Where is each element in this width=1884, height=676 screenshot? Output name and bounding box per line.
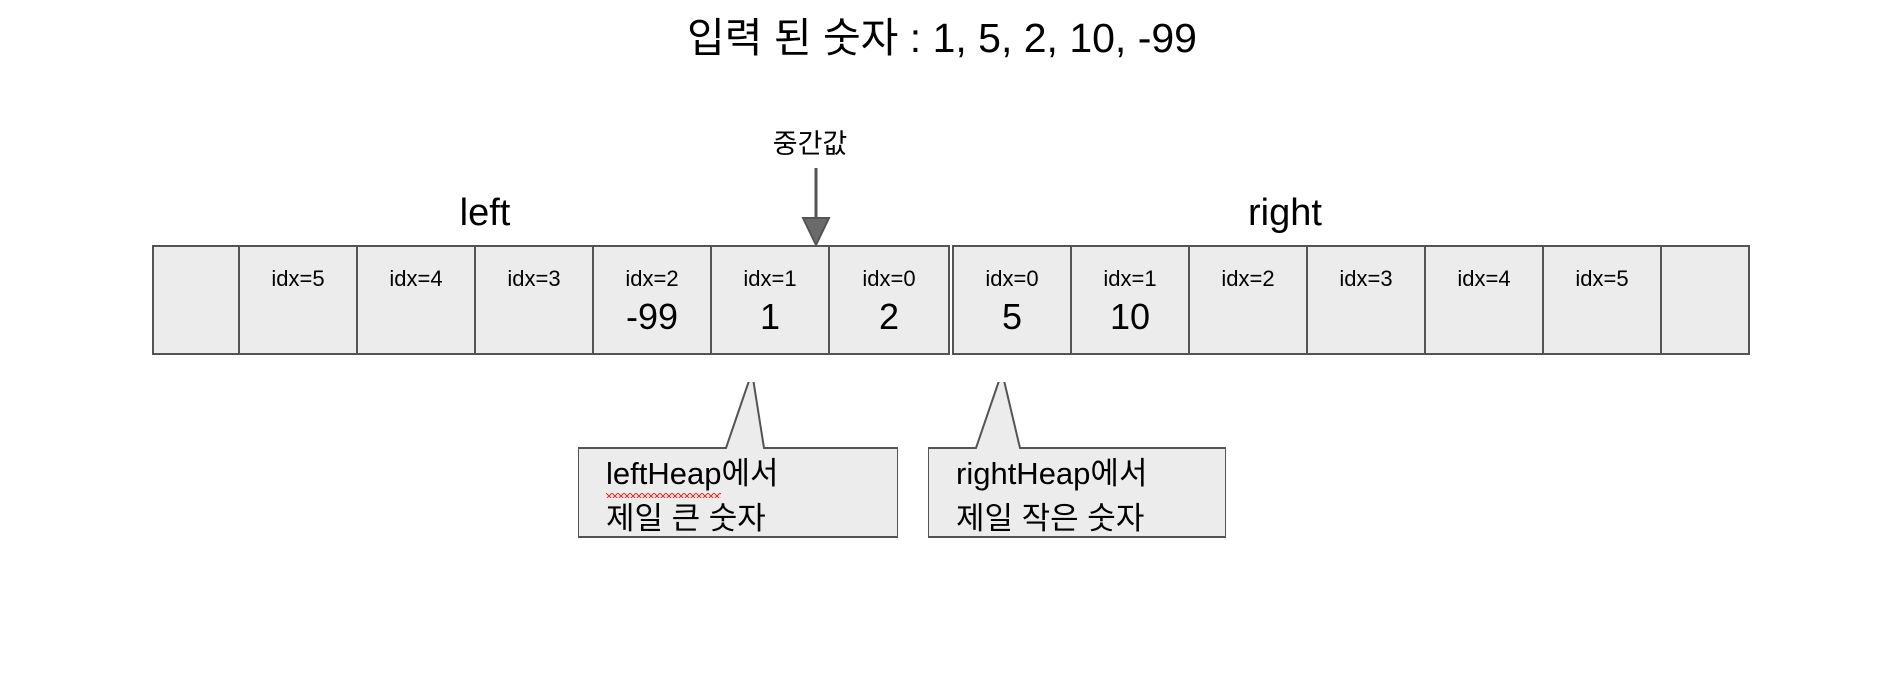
array-cell[interactable]: idx=4: [358, 247, 476, 353]
array-cell[interactable]: idx=1 10: [1072, 247, 1190, 353]
array-cell[interactable]: idx=0 5: [954, 247, 1072, 353]
array-cell[interactable]: idx=1 1: [712, 247, 830, 353]
callout-right-shape: [927, 368, 1227, 538]
array-cell[interactable]: idx=0 2: [830, 247, 948, 353]
cell-index-label: idx=3: [1339, 266, 1393, 291]
page-title: 입력 된 숫자 : 1, 5, 2, 10, -99: [687, 15, 1197, 61]
cell-index-label: idx=3: [507, 266, 561, 291]
array-cell[interactable]: idx=3: [1308, 247, 1426, 353]
callout-left-heap[interactable]: leftHeap에서 제일 큰 숫자: [577, 371, 899, 543]
cell-value: 10: [1109, 296, 1151, 337]
array-cell[interactable]: idx=3: [476, 247, 594, 353]
array-cell[interactable]: idx=4: [1426, 247, 1544, 353]
array-right: idx=0 5 idx=1 10 idx=2 idx=3 idx=4 idx=5: [952, 245, 1750, 355]
array-cell[interactable]: idx=2: [1190, 247, 1308, 353]
callout-right-heap[interactable]: rightHeap에서 제일 작은 숫자: [927, 368, 1227, 543]
cell-index-label: idx=0: [862, 266, 916, 291]
array-label-right: right: [1248, 192, 1322, 234]
array-cell[interactable]: idx=2 -99: [594, 247, 712, 353]
cell-index-label: idx=4: [389, 266, 443, 291]
cell-index-label: idx=2: [625, 266, 679, 291]
cell-index-label: idx=2: [1221, 266, 1275, 291]
array-left: idx=5 idx=4 idx=3 idx=2 -99 idx=1 1 idx=…: [152, 245, 950, 355]
callout-left-shape: [577, 371, 899, 538]
arrow-down-icon: [796, 168, 836, 251]
cell-value: -99: [625, 296, 679, 337]
cell-index-label: idx=1: [743, 266, 797, 291]
array-cell[interactable]: [154, 247, 240, 353]
array-label-left: left: [459, 192, 511, 234]
cell-value: 2: [878, 296, 900, 337]
cell-index-label: idx=5: [271, 266, 325, 291]
median-label: 중간값: [772, 129, 848, 159]
cell-value: 5: [1001, 296, 1023, 337]
array-cell[interactable]: idx=5: [1544, 247, 1662, 353]
array-cell[interactable]: idx=5: [240, 247, 358, 353]
cell-index-label: idx=1: [1103, 266, 1157, 291]
cell-index-label: idx=0: [985, 266, 1039, 291]
cell-index-label: idx=5: [1575, 266, 1629, 291]
cell-index-label: idx=4: [1457, 266, 1511, 291]
array-cell[interactable]: [1662, 247, 1748, 353]
cell-value: 1: [759, 296, 781, 337]
